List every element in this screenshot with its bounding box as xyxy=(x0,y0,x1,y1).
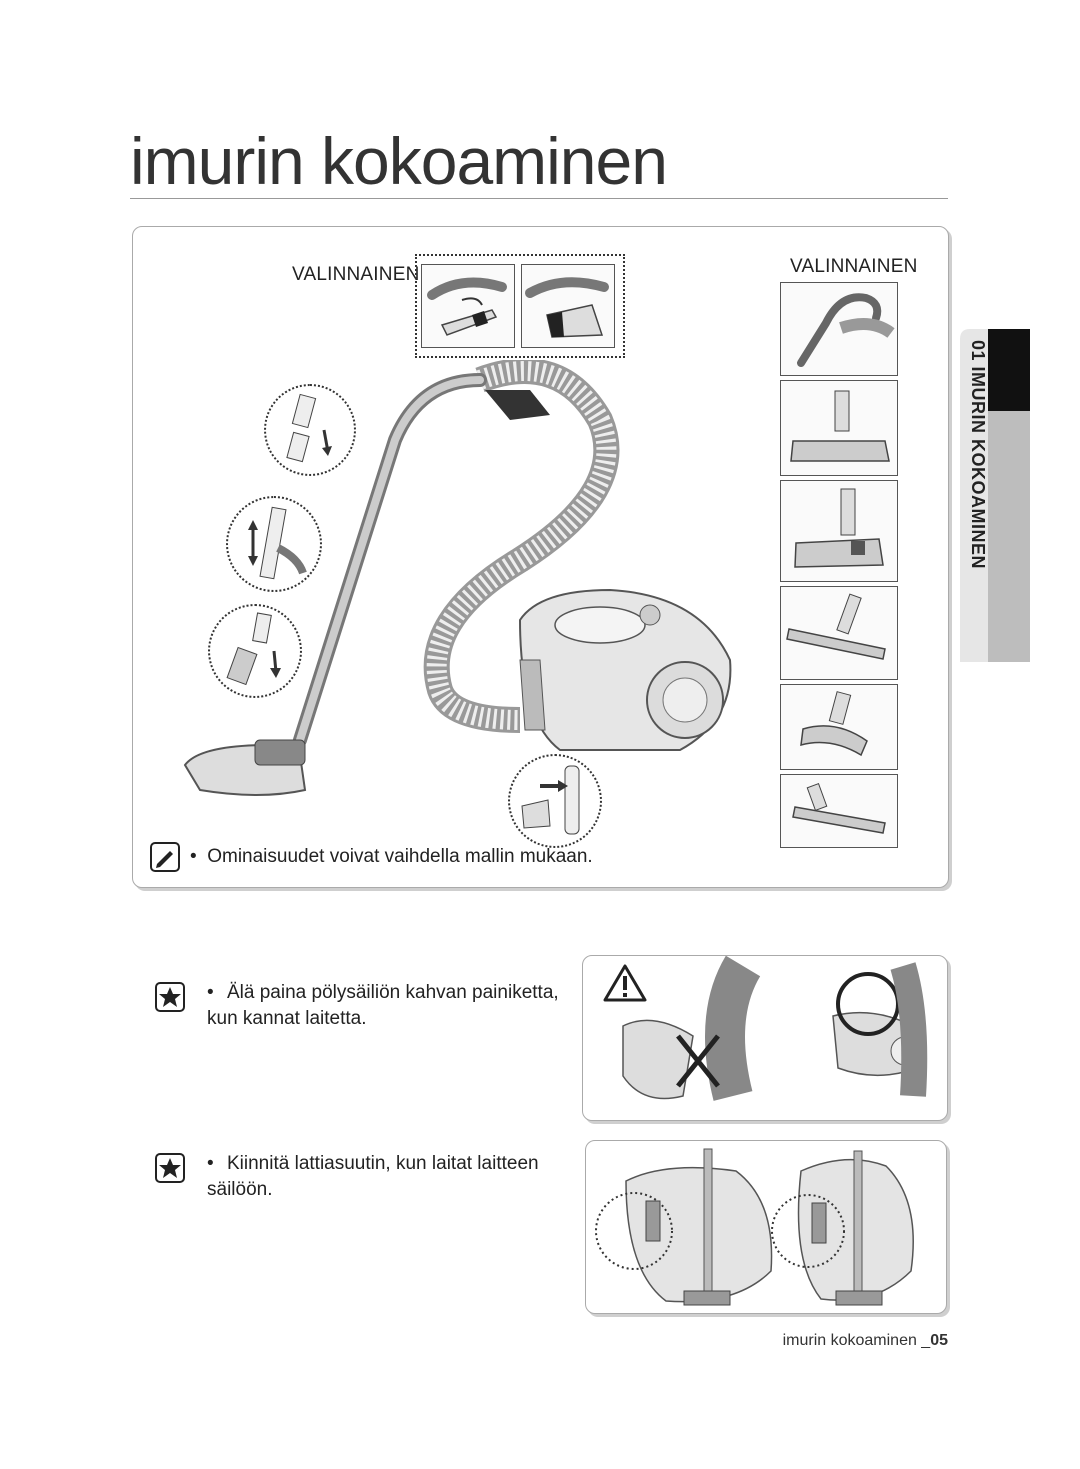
pencil-note-icon xyxy=(150,842,180,872)
mini-turbo-brush-thumbnail xyxy=(780,684,898,770)
storage-illustration-box xyxy=(585,1140,947,1314)
page-footer: imurin kokoaminen _05 xyxy=(782,1332,948,1349)
crevice-tool-thumbnail xyxy=(421,264,515,348)
optional-label-left: VALINNAINEN xyxy=(292,264,420,285)
note-row: • Ominaisuudet voivat vaihdella mallin m… xyxy=(150,842,593,872)
star-caution-icon xyxy=(155,1153,185,1183)
step-hose-connect-detail xyxy=(508,754,602,848)
note-text: • Ominaisuudet voivat vaihdella mallin m… xyxy=(190,846,593,867)
optional-accessories-group xyxy=(415,254,625,358)
handle-hose-thumbnail xyxy=(780,282,898,376)
step-nozzle-connect-detail xyxy=(208,604,302,698)
chapter-tab-label: 01 IMURIN KOKOAMINEN xyxy=(968,340,988,570)
parquet-brush-thumbnail xyxy=(780,586,898,680)
optional-label-right: VALINNAINEN xyxy=(790,256,918,277)
upholstery-tool-thumbnail xyxy=(521,264,615,348)
step-tube-adjust-detail xyxy=(226,496,322,592)
turbo-brush-thumbnail xyxy=(780,480,898,582)
x-mark-icon xyxy=(676,1034,720,1088)
warning-storage-text: •Kiinnitä lattiasuutin, kun laitat laitt… xyxy=(207,1153,539,1200)
side-tab-bar xyxy=(988,411,1030,662)
star-caution-icon xyxy=(155,982,185,1012)
page-title: imurin kokoaminen xyxy=(130,124,668,198)
exclamation-triangle-icon xyxy=(603,964,647,1002)
carry-warning-illustration-box xyxy=(582,955,948,1121)
vacuum-cleaner-illustration xyxy=(180,360,740,840)
side-tab-marker xyxy=(988,329,1030,411)
floor-brush-thumbnail xyxy=(780,380,898,476)
side-tab-curve xyxy=(960,329,990,662)
warning-carry-text: •Älä paina pölysäiliön kahvan painiketta… xyxy=(207,982,559,1029)
wide-nozzle-thumbnail xyxy=(780,774,898,848)
step-tube-connect-detail xyxy=(264,384,356,476)
title-divider xyxy=(130,198,948,199)
